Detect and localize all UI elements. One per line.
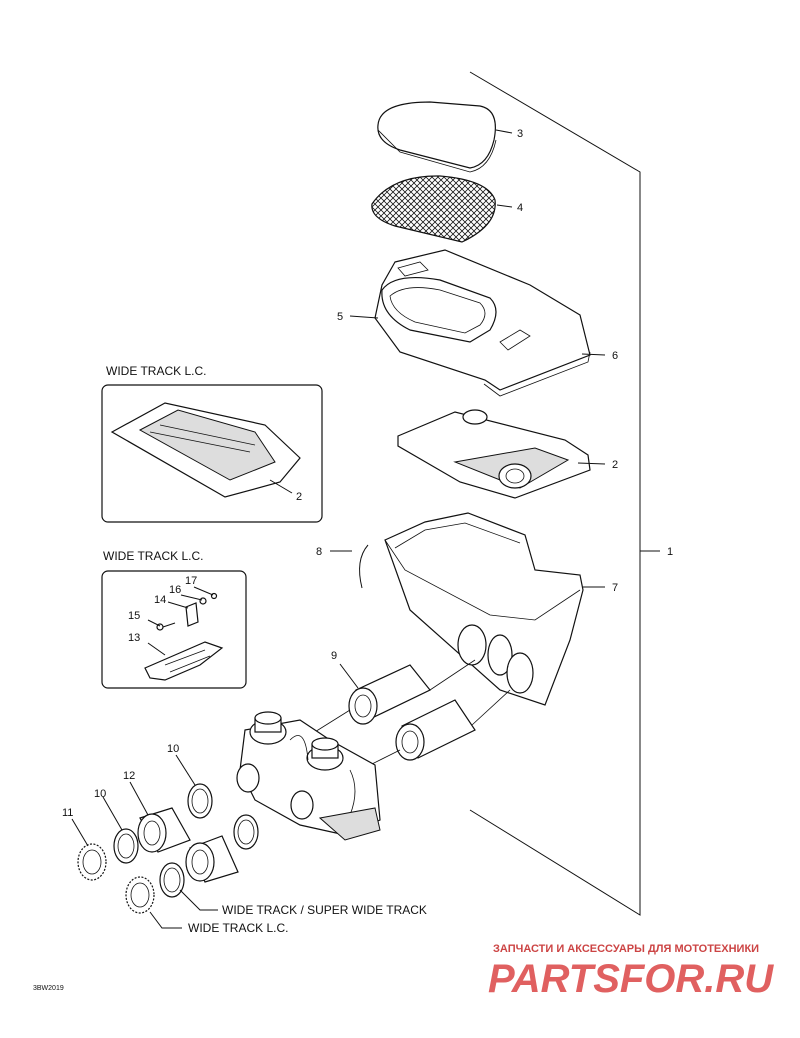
callout-2-inset: 2 (296, 491, 302, 503)
caption-wide-super-wide-track: WIDE TRACK / SUPER WIDE TRACK (222, 903, 427, 917)
part-9-adapters (339, 663, 476, 761)
part-6-filter-lid (349, 249, 606, 397)
watermark-tagline: ЗАПЧАСТИ И АКСЕССУАРЫ ДЛЯ МОТОТЕХНИКИ (493, 943, 759, 955)
callout-14: 14 (154, 594, 166, 606)
callout-15: 15 (128, 610, 140, 622)
part-7-airbox (384, 512, 605, 706)
figure-code: 3BW2019 (33, 985, 64, 992)
inset-box-top (101, 384, 323, 523)
callout-11: 11 (62, 807, 73, 819)
watermark: ЗАПЧАСТИ И АКСЕССУАРЫ ДЛЯ МОТОТЕХНИКИ PA… (488, 943, 774, 1001)
callout-10-upper: 10 (167, 743, 179, 755)
part-2-base-plate (397, 409, 606, 499)
callout-13: 13 (128, 632, 140, 644)
callout-5: 5 (337, 311, 343, 323)
callout-labels: 3 4 5 6 2 2 8 1 7 9 17 16 14 15 13 10 12… (62, 128, 673, 819)
callout-1: 1 (667, 546, 673, 558)
callout-4: 4 (517, 202, 523, 214)
callout-2-main: 2 (612, 459, 618, 471)
callout-12: 12 (123, 770, 135, 782)
caption-wide-track-lc-bottom: WIDE TRACK L.C. (103, 549, 203, 563)
callout-9: 9 (331, 650, 337, 662)
caption-wide-track-lc-clamp: WIDE TRACK L.C. (188, 921, 288, 935)
inset-box-bottom (101, 570, 247, 689)
callout-17: 17 (185, 575, 197, 587)
part-4-mesh-screen (371, 175, 513, 243)
callout-6: 6 (612, 350, 618, 362)
captions: WIDE TRACK L.C. WIDE TRACK L.C. WIDE TRA… (103, 364, 427, 935)
part-8-clip (330, 544, 369, 589)
callout-7: 7 (612, 582, 618, 594)
caption-wide-track-lc-top: WIDE TRACK L.C. (106, 364, 206, 378)
callout-16: 16 (169, 584, 181, 596)
callout-8: 8 (316, 546, 322, 558)
callout-10-lower: 10 (94, 788, 106, 800)
part-3-filter-cover (377, 101, 513, 173)
watermark-brand: PARTSFOR.RU (488, 957, 774, 1001)
clamps-and-boots (71, 754, 259, 929)
assembly-bracket (469, 71, 660, 916)
carburetor-assembly (236, 711, 381, 841)
callout-3: 3 (517, 128, 523, 140)
